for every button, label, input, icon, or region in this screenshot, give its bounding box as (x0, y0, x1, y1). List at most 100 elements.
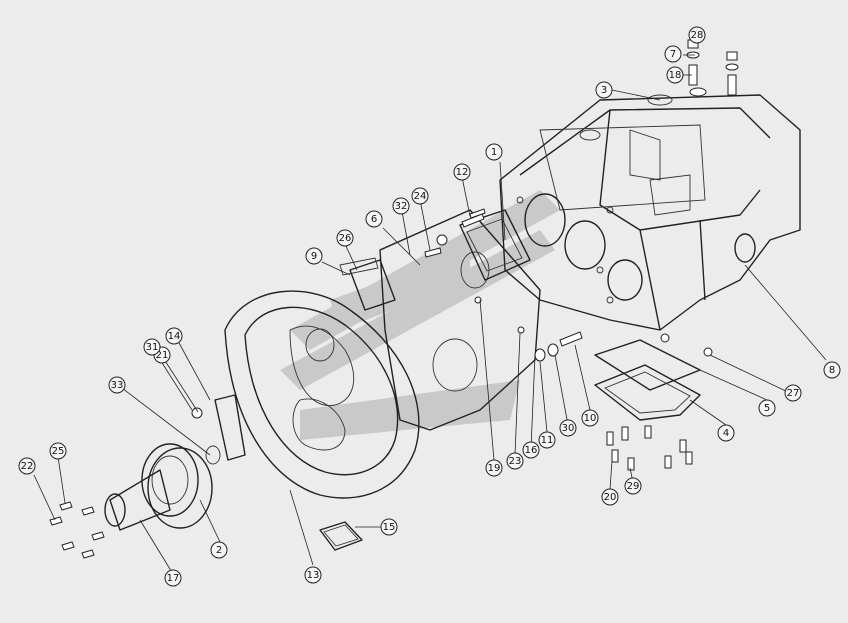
callout-number: 22 (21, 461, 34, 472)
callout-circle (506, 452, 524, 470)
callout-18: 18 (666, 66, 684, 84)
callout-4: 4 (717, 424, 735, 442)
callout-9: 9 (305, 247, 323, 265)
callout-number: 25 (52, 446, 65, 457)
callout-8: 8 (823, 361, 841, 379)
callout-number: 4 (723, 428, 729, 439)
callout-circle (143, 338, 161, 356)
callout-number: 16 (525, 445, 538, 456)
callout-circle (365, 210, 383, 228)
callout-circle (305, 247, 323, 265)
front-flange (104, 443, 221, 531)
callout-circle (485, 459, 503, 477)
callout-31: 31 (143, 338, 161, 356)
callout-number: 21 (156, 350, 169, 361)
callout-circle (559, 419, 577, 437)
callout-circle (411, 187, 429, 205)
callout-circle (823, 361, 841, 379)
callout-16: 16 (522, 441, 540, 459)
callout-number: 18 (669, 70, 682, 81)
callout-circle (392, 197, 410, 215)
callout-12: 12 (453, 163, 471, 181)
callout-14: 14 (165, 327, 183, 345)
callout-circle (453, 163, 471, 181)
callout-number: 31 (146, 342, 159, 353)
callout-2: 2 (210, 541, 228, 559)
callout-circle (666, 66, 684, 84)
callout-circle (18, 457, 36, 475)
callout-circle (210, 541, 228, 559)
callout-number: 9 (311, 251, 317, 262)
callout-11: 11 (538, 431, 556, 449)
callout-3: 3 (595, 81, 613, 99)
callout-number: 28 (691, 30, 704, 41)
callout-number: 11 (541, 435, 554, 446)
callout-number: 6 (371, 214, 377, 225)
callout-number: 5 (764, 403, 770, 414)
callout-circle (522, 441, 540, 459)
top-studs (686, 39, 739, 97)
callout-22: 22 (18, 457, 36, 475)
callout-circle (595, 81, 613, 99)
callout-circle (784, 384, 802, 402)
callout-13: 13 (304, 566, 322, 584)
callout-15: 15 (380, 518, 398, 536)
callout-30: 30 (559, 419, 577, 437)
callout-circle (304, 566, 322, 584)
callout-circle (485, 143, 503, 161)
callout-33: 33 (108, 376, 126, 394)
callout-number: 12 (456, 167, 469, 178)
callout-number: 13 (307, 570, 320, 581)
callout-number: 27 (787, 388, 800, 399)
callout-number: 17 (167, 573, 180, 584)
callout-number: 30 (562, 423, 575, 434)
callout-number: 20 (604, 492, 617, 503)
callout-number: 10 (584, 413, 597, 424)
callout-32: 32 (392, 197, 410, 215)
callout-number: 32 (395, 201, 408, 212)
callout-number: 8 (829, 365, 835, 376)
callout-circle (164, 569, 182, 587)
callout-5: 5 (758, 399, 776, 417)
callout-23: 23 (506, 452, 524, 470)
callout-number: 14 (168, 331, 181, 342)
callout-1: 1 (485, 143, 503, 161)
callout-28: 28 (688, 26, 706, 44)
callout-circle (380, 518, 398, 536)
callout-circle (165, 327, 183, 345)
callout-number: 7 (670, 49, 676, 60)
gearbox-housing (499, 94, 801, 331)
side-cover-plate (459, 208, 531, 281)
callout-6: 6 (365, 210, 383, 228)
callout-number: 3 (601, 85, 607, 96)
callout-number: 26 (339, 233, 352, 244)
callout-number: 19 (488, 463, 501, 474)
callout-number: 23 (509, 456, 522, 467)
callout-7: 7 (664, 45, 682, 63)
callout-24: 24 (411, 187, 429, 205)
callout-circle (717, 424, 735, 442)
callout-25: 25 (49, 442, 67, 460)
callout-circle (538, 431, 556, 449)
callout-number: 15 (383, 522, 396, 533)
callout-number: 29 (627, 481, 640, 492)
callout-19: 19 (485, 459, 503, 477)
callout-number: 1 (491, 147, 497, 158)
callout-10: 10 (581, 409, 599, 427)
callout-circle (108, 376, 126, 394)
callout-circle (601, 488, 619, 506)
callout-17: 17 (164, 569, 182, 587)
callout-circle (688, 26, 706, 44)
callout-number: 33 (111, 380, 124, 391)
bell-housing (214, 257, 420, 499)
callout-circle (624, 477, 642, 495)
callout-number: 24 (414, 191, 427, 202)
loose-bolts (49, 234, 713, 559)
callout-circle (581, 409, 599, 427)
callout-26: 26 (336, 229, 354, 247)
callout-29: 29 (624, 477, 642, 495)
callout-number: 2 (216, 545, 222, 556)
